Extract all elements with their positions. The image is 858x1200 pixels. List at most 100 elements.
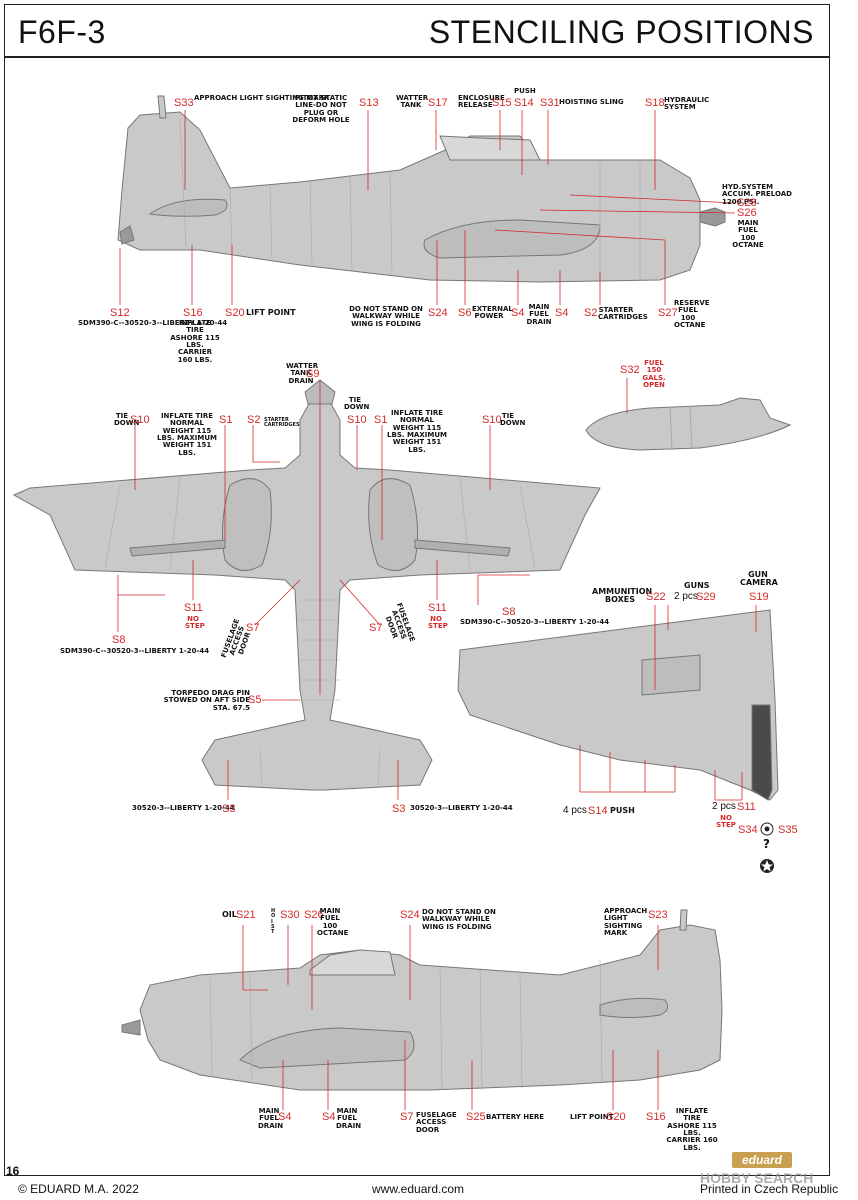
top-view-panel-lines [104, 477, 536, 786]
s11-wing-qty: 2 pcs [712, 801, 736, 812]
s31-code: S31 [540, 97, 560, 109]
printed-in: Printed in Czech Republic [700, 1182, 839, 1196]
s3b-code: S3 [392, 803, 406, 815]
s26-bottom-code: S26 [304, 909, 324, 921]
s8b-text: SDM390-C--30520-3--LIBERTY 1-20-44 [460, 618, 610, 626]
s32-text: FUEL 150 GALS. OPEN [642, 359, 666, 390]
s3a-text: 30520-3--LIBERTY 1-20-44 [132, 804, 235, 812]
s16-code: S16 [183, 307, 203, 319]
s10b-text: TIE DOWN [344, 396, 370, 412]
s7a-code: S7 [246, 622, 260, 634]
s1b-code: S1 [374, 414, 388, 426]
s33-text: APPROACH LIGHT SIGHTING MARK [194, 94, 330, 102]
s20-bottom-code: S20 [606, 1111, 626, 1123]
s3b-text: 30520-3--LIBERTY 1-20-44 [410, 804, 513, 812]
s9-code: S9 [306, 368, 320, 380]
s23-code: S23 [648, 909, 668, 921]
s16-bottom-code: S16 [646, 1111, 666, 1123]
s1a-code: S1 [219, 414, 233, 426]
s11-wing-text: NO STEP [716, 814, 736, 830]
s19-code: S19 [749, 591, 769, 603]
drop-tank [585, 397, 792, 451]
question-mark: ? [763, 837, 770, 851]
s27-code: S27 [658, 307, 678, 319]
s26-text: MAIN FUEL 100 OCTANE [732, 219, 764, 250]
s16-bottom-text: INFLATE TIRE ASHORE 115 LBS. CARRIER 160… [666, 1107, 718, 1152]
s14-text: PUSH [514, 87, 536, 95]
s15-text: ENCLOSURE RELEASE [458, 94, 505, 110]
s22-code: S22 [646, 591, 666, 603]
s4b-bottom-text: MAIN FUEL DRAIN [336, 1107, 362, 1130]
s3a-code: S3 [222, 803, 236, 815]
s11a-text: NO STEP [185, 615, 205, 631]
s33-code: S33 [174, 97, 194, 109]
s4a-code: S4 [511, 307, 525, 319]
s6-text: EXTERNAL POWER [472, 305, 513, 321]
s29-qty: 2 pcs [674, 591, 698, 602]
s18-code: S18 [645, 97, 665, 109]
s7-bottom-text: FUSELAGE ACCESS DOOR [416, 1111, 457, 1134]
s24-bottom-text: DO NOT STAND ON WALKWAY WHILE WING IS FO… [422, 908, 496, 931]
s25-code: S25 [466, 1111, 486, 1123]
s14-wing-text: PUSH [610, 806, 635, 815]
side-view-bottom [121, 909, 723, 1091]
s1b-text: INFLATE TIRE NORMAL WEIGHT 115 LBS. MAXI… [387, 409, 447, 454]
s19-text: GUN CAMERA [740, 570, 778, 588]
s24-bottom-code: S24 [400, 909, 420, 921]
s21-code: S21 [236, 909, 256, 921]
website-link[interactable]: www.eduard.com [372, 1182, 465, 1196]
s27-text: RESERVE FUEL 100 OCTANE [674, 299, 710, 330]
s29-code: S29 [696, 591, 716, 603]
s4b-code: S4 [555, 307, 569, 319]
s26-code: S26 [737, 207, 757, 219]
s6-code: S6 [458, 307, 472, 319]
side-top-leaders [119, 110, 736, 305]
eduard-logo: eduard [732, 1152, 792, 1168]
copyright: © EDUARD M.A. 2022 [18, 1182, 139, 1196]
s11a-code: S11 [184, 602, 203, 614]
s7-bottom-code: S7 [400, 1111, 414, 1123]
wing-leaders [579, 605, 757, 801]
s31-text: HOISTING SLING [559, 98, 624, 106]
s20-bottom-text: LIFT POINT [570, 1113, 614, 1121]
side-top-panel-lines [179, 119, 641, 282]
s8b-code: S8 [502, 606, 516, 618]
s16-text: INFLATE TIRE ASHORE 115 LBS. CARRIER 160… [170, 319, 220, 364]
s14-wing-code: S14 [588, 805, 608, 817]
side-bottom-leaders [242, 925, 659, 1110]
s10a-text: TIE DOWN [114, 412, 140, 428]
s8a-text: SDM390-C--30520-3--LIBERTY 1-20-44 [60, 647, 210, 655]
wing-detail [457, 609, 779, 801]
s9-text: WATTER TANK DRAIN [286, 362, 319, 385]
page-frame [4, 4, 830, 1176]
watermark: HOBBY SEARCH [700, 1170, 814, 1186]
s20-code: S20 [225, 307, 245, 319]
s17-code: S17 [428, 97, 448, 109]
s20-text: LIFT POINT [246, 308, 296, 317]
s4a-bottom-code: S4 [278, 1111, 292, 1123]
insignia-icons [760, 822, 774, 873]
s24-code: S24 [428, 307, 448, 319]
s10c-code: S10 [482, 414, 502, 426]
s26-bottom-text: MAIN FUEL 100 OCTANE [317, 907, 349, 938]
s10b-code: S10 [347, 414, 367, 426]
s14-wing-qty: 4 pcs [563, 805, 587, 816]
s35-code: S35 [778, 824, 798, 836]
s30-code: S30 [280, 909, 300, 921]
page-title: STENCILING POSITIONS [428, 14, 814, 50]
s24-text: DO NOT STAND ON WALKWAY WHILE WING IS FO… [349, 305, 423, 328]
s25-text: BATTERY HERE [486, 1113, 545, 1121]
aircraft-title: F6F-3 [18, 14, 106, 50]
page-number: 16 [6, 1164, 20, 1178]
s2-top-text: STARTER CARTRIDGES [264, 417, 300, 429]
s17-text: WATTER TANK [396, 94, 429, 110]
s13-text: PITOT STATIC LINE-DO NOT PLUG OR DEFORM … [292, 94, 350, 125]
s13-code: S13 [359, 97, 379, 109]
s11b-code: S11 [428, 602, 447, 614]
s34-code: S34 [738, 824, 758, 836]
s11-wing-code: S11 [737, 801, 756, 813]
header-rule [4, 56, 830, 58]
s4b-text: MAIN FUEL DRAIN [526, 303, 552, 326]
s28-text: HYD.SYSTEM ACCUM. PRELOAD 1200 PSI. [722, 183, 792, 206]
